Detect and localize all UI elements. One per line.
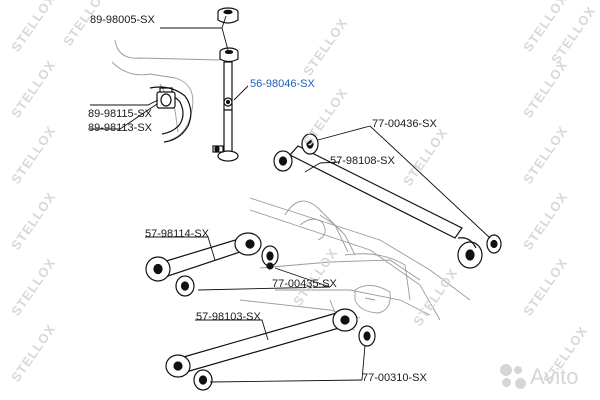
part-label-77-00436: 77-00436-SX (372, 118, 437, 130)
part-label-89-98113: 89-98113-SX (88, 122, 153, 134)
part-label-89-98005: 89-98005-SX (90, 14, 155, 26)
part-label-57-98108: 57-98108-SX (330, 155, 395, 167)
part-label-57-98114: 57-98114-SX (145, 228, 210, 240)
bushing-lower-pair (193, 325, 376, 391)
part-label-57-98103: 57-98103-SX (196, 311, 261, 323)
lower-control-arm-upper (145, 232, 262, 282)
lower-control-arm-lower (165, 308, 358, 378)
part-label-56-98046: 56-98046-SX (250, 78, 315, 90)
avito-dots-icon (500, 364, 526, 390)
part-label-89-98115: 89-98115-SX (88, 108, 153, 120)
bushing-upper-pair (301, 133, 502, 254)
stabilizer-bushing (156, 87, 176, 109)
bushing-top-stack (217, 7, 239, 63)
stabilizer-link (212, 61, 239, 162)
avito-logo-text: Avito (530, 364, 579, 389)
upper-control-arm (273, 145, 483, 269)
leader-lines (90, 15, 491, 383)
avito-logo: Avito (500, 364, 579, 390)
part-label-77-00310: 77-00310-SX (362, 372, 427, 384)
bushing-middle-pair (175, 245, 279, 297)
part-label-77-00435: 77-00435-SX (272, 278, 337, 290)
